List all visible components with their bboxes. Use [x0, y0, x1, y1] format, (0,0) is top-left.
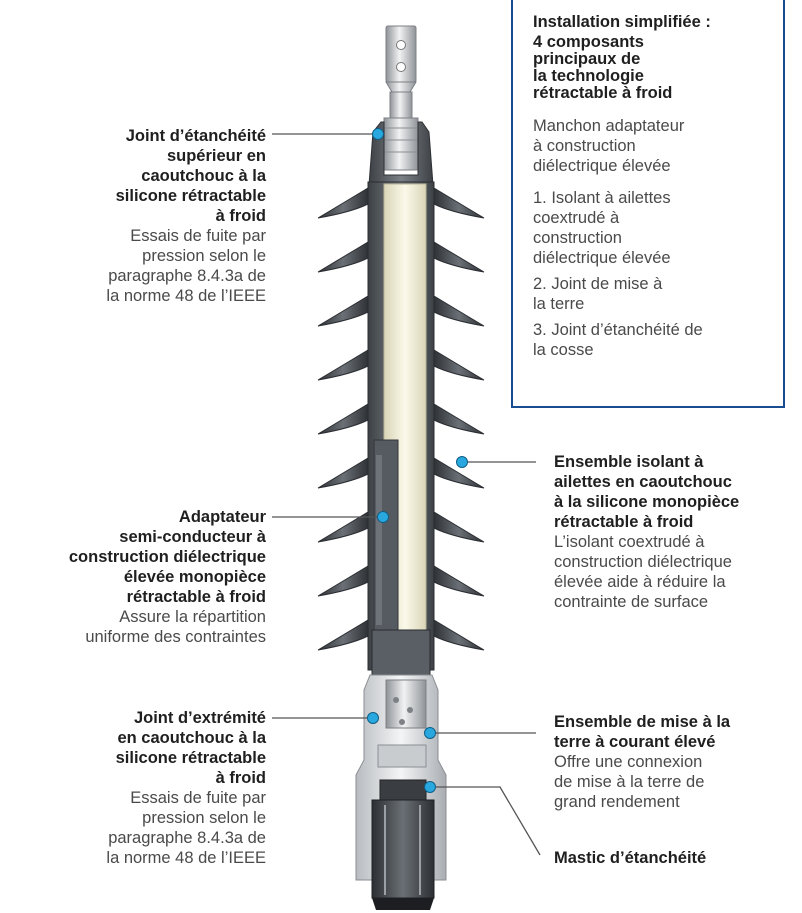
- callout-grounding-title: Ensemble de mise à la terre à courant él…: [554, 713, 731, 751]
- callout-end-seal: Joint d’extrémité en caoutchouc à la sil…: [20, 708, 266, 868]
- marker-mastic: [424, 781, 436, 793]
- component-item: 2. Joint de mise à la terre: [533, 275, 663, 313]
- callout-top-seal-desc: Essais de fuite par pression selon le pa…: [106, 227, 266, 305]
- callout-grounding: Ensemble de mise à la terre à courant él…: [554, 712, 798, 812]
- component-item: 3. Joint d’étanchéité de la cosse: [533, 321, 703, 359]
- info-box: Installation simplifiée : 4 composants p…: [511, 0, 785, 408]
- callout-end-seal-title: Joint d’extrémité en caoutchouc à la sil…: [115, 709, 266, 787]
- callout-adapter: Adaptateur semi-conducteur à constructio…: [6, 507, 266, 647]
- insulator-body: [367, 181, 435, 676]
- callout-top-seal: Joint d’étanchéité supérieur en caoutcho…: [20, 126, 266, 306]
- callout-insulator-desc: L’isolant coextrudé à construction diéle…: [554, 533, 732, 611]
- info-box-intro: Manchon adaptateur à construction diélec…: [533, 117, 685, 175]
- lower-assembly: [355, 674, 447, 910]
- marker-end-seal: [367, 712, 379, 724]
- marker-grounding: [424, 727, 436, 739]
- lug: [383, 25, 419, 171]
- marker-adapter: [377, 511, 389, 523]
- callout-mastic: Mastic d’étanchéité: [554, 848, 798, 868]
- callout-adapter-title: Adaptateur semi-conducteur à constructio…: [68, 508, 266, 606]
- callout-adapter-desc: Assure la répartition uniforme des contr…: [85, 608, 266, 646]
- callout-insulator-title: Ensemble isolant à ailettes en caoutchou…: [554, 453, 740, 531]
- info-box-subheading: 4 composants principaux de la technologi…: [533, 33, 673, 102]
- callout-mastic-title: Mastic d’étanchéité: [554, 849, 707, 867]
- info-box-heading: Installation simplifiée :: [533, 13, 711, 31]
- leader-lines: [272, 133, 541, 856]
- callout-grounding-desc: Offre une connexion de mise à la terre d…: [554, 753, 705, 811]
- marker-insulator: [456, 456, 468, 468]
- callout-end-seal-desc: Essais de fuite par pression selon le pa…: [106, 789, 266, 867]
- callout-insulator: Ensemble isolant à ailettes en caoutchou…: [554, 452, 798, 612]
- marker-top-seal: [372, 128, 384, 140]
- callout-top-seal-title: Joint d’étanchéité supérieur en caoutcho…: [115, 127, 266, 225]
- component-list: 1. Isolant à ailettes coextrudé à constr…: [533, 188, 769, 360]
- component-item: 1. Isolant à ailettes coextrudé à constr…: [533, 189, 671, 267]
- callout-markers: [367, 128, 468, 793]
- insulator-sheds: [317, 187, 485, 651]
